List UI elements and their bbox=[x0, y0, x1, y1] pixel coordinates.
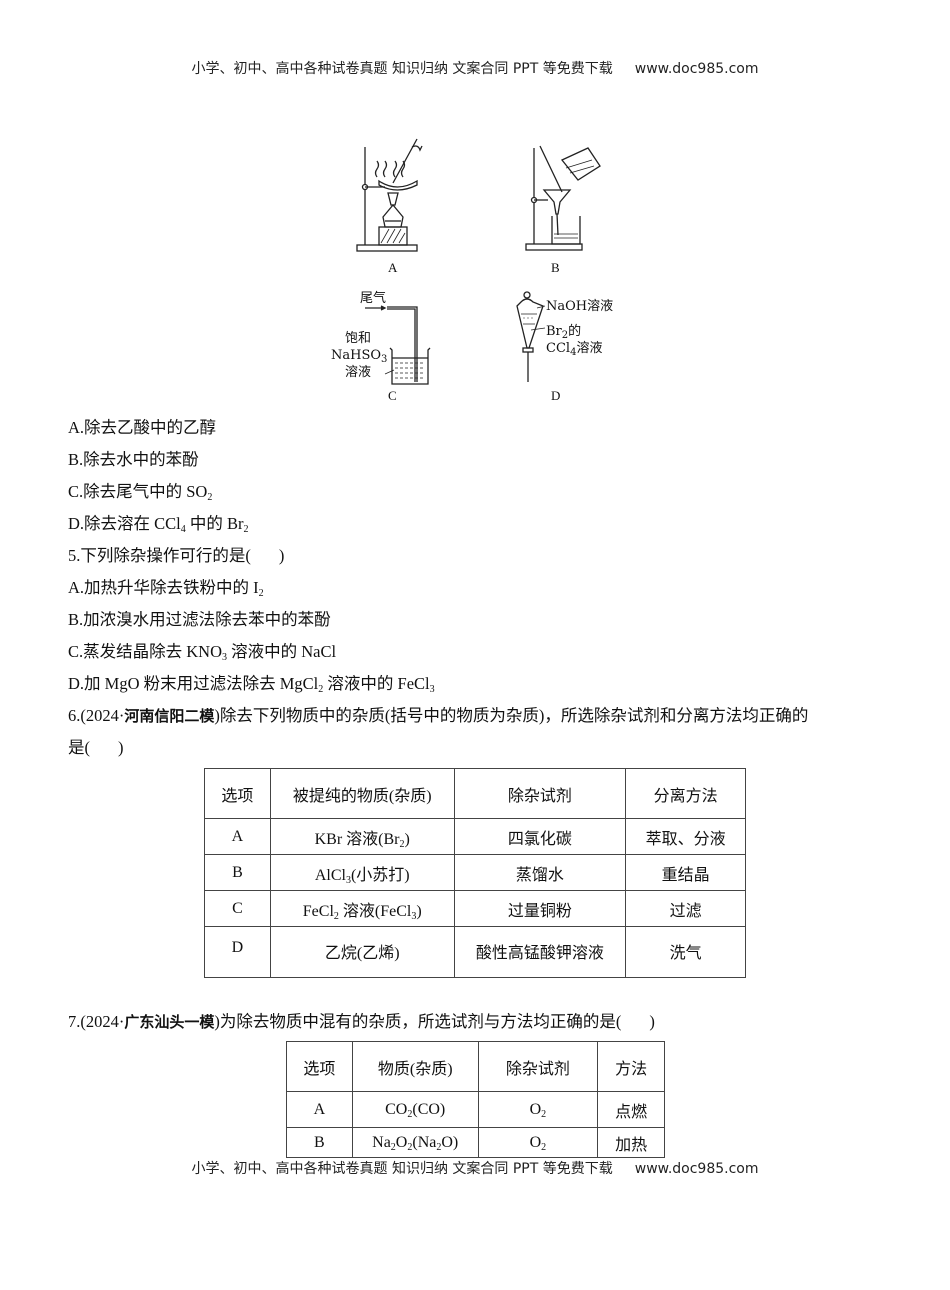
footer-banner: 小学、初中、高中各种试卷真题 知识归纳 文案合同 PPT 等免费下载 www.do… bbox=[0, 1158, 950, 1178]
apparatus-c-beaker-icon bbox=[365, 305, 431, 385]
header-cell: 物质(杂质) bbox=[351, 1041, 479, 1092]
apparatus-d-bottom-label-1: Br2的 bbox=[546, 324, 582, 341]
option-cell: B bbox=[204, 854, 271, 891]
reagent-cell: 过量铜粉 bbox=[453, 890, 627, 927]
substance-cell: CO2(CO) bbox=[351, 1091, 479, 1128]
method-cell: 萃取、分液 bbox=[625, 818, 746, 855]
apparatus-d-label: D bbox=[551, 388, 561, 403]
header-banner: 小学、初中、高中各种试卷真题 知识归纳 文案合同 PPT 等免费下载 www.do… bbox=[0, 58, 950, 78]
banner-text: 小学、初中、高中各种试卷真题 知识归纳 文案合同 PPT 等免费下载 bbox=[191, 1161, 613, 1177]
header-cell: 除杂试剂 bbox=[477, 1041, 599, 1092]
table-header-row: 选项 被提纯的物质(杂质) 除杂试剂 分离方法 bbox=[204, 768, 746, 819]
banner-url-link[interactable]: www.doc985.com bbox=[634, 61, 759, 77]
q5-option-b: B.加浓溴水用过滤法除去苯中的苯酚 bbox=[68, 610, 331, 629]
reagent-cell: O2 bbox=[477, 1091, 599, 1128]
q5-option-d: D.加 MgO 粉末用过滤法除去 MgCl2 溶液中的 FeCl3 bbox=[68, 674, 435, 695]
apparatus-c-solution-label-3: 溶液 bbox=[345, 365, 372, 380]
q4-option-b: B.除去水中的苯酚 bbox=[68, 450, 199, 469]
method-cell: 点燃 bbox=[597, 1091, 665, 1128]
substance-cell: FeCl2 溶液(FeCl3) bbox=[269, 890, 455, 927]
q7-stem: 7.(2024·广东汕头一模)为除去物质中混有的杂质，所选试剂与方法均正确的是(… bbox=[68, 1012, 655, 1031]
q5-stem: 5.下列除杂操作可行的是() bbox=[68, 546, 285, 565]
apparatus-c-solution-label-1: 饱和 bbox=[345, 331, 372, 346]
option-cell: B bbox=[286, 1127, 353, 1158]
q6-stem-line2: 是() bbox=[68, 738, 124, 757]
table-row: C FeCl2 溶液(FeCl3) 过量铜粉 过滤 bbox=[204, 890, 746, 927]
reagent-cell: 蒸馏水 bbox=[453, 854, 627, 891]
apparatus-c-gas-label: 尾气 bbox=[360, 291, 387, 306]
option-cell: A bbox=[204, 818, 271, 855]
q7-source: 广东汕头一模 bbox=[124, 1013, 215, 1031]
apparatus-c-label: C bbox=[388, 388, 397, 403]
method-cell: 重结晶 bbox=[625, 854, 746, 891]
substance-cell: 乙烷(乙烯) bbox=[269, 926, 455, 978]
q4-option-d: D.除去溶在 CCl4 中的 Br2 bbox=[68, 514, 249, 535]
method-cell: 洗气 bbox=[625, 926, 746, 978]
q7-table: 选项 物质(杂质) 除杂试剂 方法 A CO2(CO) O2 点燃 B Na2O… bbox=[286, 1041, 665, 1158]
reagent-cell: O2 bbox=[477, 1127, 599, 1158]
q6-stem: 6.(2024·河南信阳二模)除去下列物质中的杂质(括号中的物质为杂质)，所选除… bbox=[68, 706, 809, 725]
q6-table: 选项 被提纯的物质(杂质) 除杂试剂 分离方法 A KBr 溶液(Br2) 四氯… bbox=[204, 768, 746, 978]
substance-cell: Na2O2(Na2O) bbox=[351, 1127, 479, 1158]
header-cell: 选项 bbox=[286, 1041, 353, 1092]
header-cell: 除杂试剂 bbox=[453, 768, 627, 819]
apparatus-b-filtration-icon bbox=[525, 145, 601, 251]
banner-text: 小学、初中、高中各种试卷真题 知识归纳 文案合同 PPT 等免费下载 bbox=[191, 61, 613, 77]
option-cell: A bbox=[286, 1091, 353, 1128]
option-cell: C bbox=[204, 890, 271, 927]
reagent-cell: 酸性高锰酸钾溶液 bbox=[453, 926, 627, 978]
reagent-cell: 四氯化碳 bbox=[453, 818, 627, 855]
method-cell: 过滤 bbox=[625, 890, 746, 927]
table-row: B Na2O2(Na2O) O2 加热 bbox=[286, 1127, 665, 1158]
method-cell: 加热 bbox=[597, 1127, 665, 1158]
table-row: A KBr 溶液(Br2) 四氯化碳 萃取、分液 bbox=[204, 818, 746, 855]
apparatus-d-separatory-funnel-icon bbox=[516, 291, 546, 382]
apparatus-c-solution-label-2: NaHSO3 bbox=[331, 348, 388, 365]
substance-cell: AlCl3(小苏打) bbox=[269, 854, 455, 891]
substance-cell: KBr 溶液(Br2) bbox=[269, 818, 455, 855]
header-cell: 选项 bbox=[204, 768, 271, 819]
q5-option-c: C.蒸发结晶除去 KNO3 溶液中的 NaCl bbox=[68, 642, 337, 663]
table-header-row: 选项 物质(杂质) 除杂试剂 方法 bbox=[286, 1041, 665, 1092]
table-row: A CO2(CO) O2 点燃 bbox=[286, 1091, 665, 1128]
table-row: D 乙烷(乙烯) 酸性高锰酸钾溶液 洗气 bbox=[204, 926, 746, 978]
apparatus-a-evaporation-icon bbox=[356, 138, 423, 252]
header-cell: 被提纯的物质(杂质) bbox=[269, 768, 455, 819]
header-cell: 方法 bbox=[597, 1041, 665, 1092]
apparatus-d-bottom-label-2: CCl4溶液 bbox=[546, 341, 603, 358]
apparatus-a-label: A bbox=[388, 260, 398, 275]
q4-option-c: C.除去尾气中的 SO2 bbox=[68, 482, 213, 503]
banner-url-link[interactable]: www.doc985.com bbox=[634, 1161, 759, 1177]
apparatus-b-label: B bbox=[551, 260, 560, 275]
q4-option-a: A.除去乙酸中的乙醇 bbox=[68, 418, 217, 437]
apparatus-d-top-label: NaOH溶液 bbox=[546, 299, 614, 314]
option-cell: D bbox=[204, 926, 271, 978]
q6-source: 河南信阳二模 bbox=[124, 707, 215, 725]
q5-option-a: A.加热升华除去铁粉中的 I2 bbox=[68, 578, 264, 599]
header-cell: 分离方法 bbox=[625, 768, 746, 819]
table-row: B AlCl3(小苏打) 蒸馏水 重结晶 bbox=[204, 854, 746, 891]
